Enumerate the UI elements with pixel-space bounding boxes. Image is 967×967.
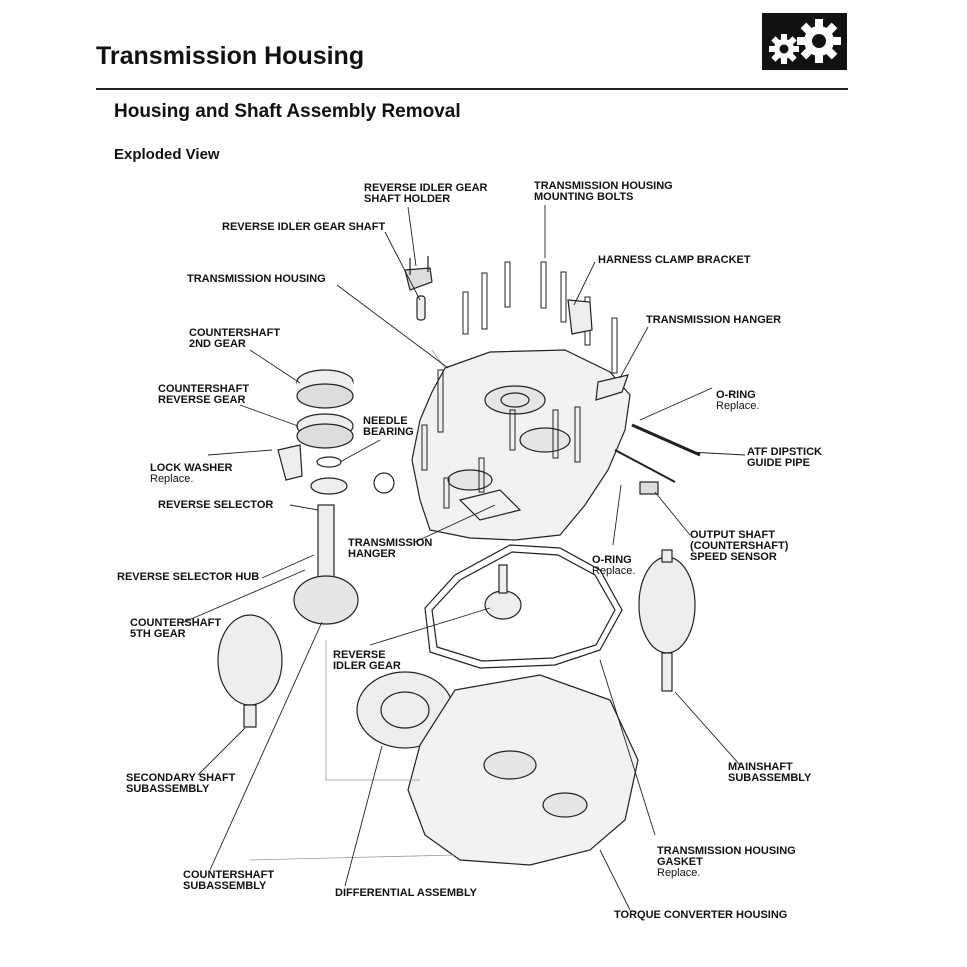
label-countershaft-5th-gear: COUNTERSHAFT 5TH GEAR	[130, 617, 222, 640]
page-title: Transmission Housing	[96, 42, 365, 70]
label-transmission-housing-gasket: TRANSMISSION HOUSING GASKET Replace.	[657, 845, 796, 879]
label-lock-washer: LOCK WASHER Replace.	[150, 462, 233, 485]
section-title: Housing and Shaft Assembly Removal	[114, 101, 461, 122]
label-o-ring-mid: O-RING Replace.	[592, 554, 636, 577]
label-differential-assembly: DIFFERENTIAL ASSEMBLY	[335, 887, 477, 899]
label-transmission-housing: TRANSMISSION HOUSING	[187, 273, 326, 285]
label-reverse-idler-gear-shaft: REVERSE IDLER GEAR SHAFT	[222, 221, 386, 233]
label-torque-converter-housing: TORQUE CONVERTER HOUSING	[614, 909, 788, 921]
label-transmission-hanger-mid: TRANSMISSION HANGER	[348, 537, 433, 560]
label-harness-clamp-bracket: HARNESS CLAMP BRACKET	[598, 254, 751, 266]
header-rule	[96, 88, 848, 90]
lock-washer-note: Replace.	[150, 473, 194, 485]
o-ring-top-note: Replace.	[716, 400, 760, 412]
label-transmission-hanger-top: TRANSMISSION HANGER	[646, 314, 782, 326]
label-countershaft-reverse-gear: COUNTERSHAFT REVERSE GEAR	[158, 383, 250, 406]
transmission-housing-gasket-note: Replace.	[657, 867, 701, 879]
o-ring-mid-note: Replace.	[592, 565, 636, 577]
label-transmission-housing-mounting-bolts: TRANSMISSION HOUSING MOUNTING BOLTS	[534, 180, 673, 203]
mounting-bolts-drawing	[421, 261, 618, 509]
label-output-shaft-speed-sensor: OUTPUT SHAFT (COUNTERSHAFT) SPEED SENSOR	[690, 529, 789, 563]
transmission-housing-drawing	[411, 349, 631, 541]
label-needle-bearing: NEEDLE BEARING	[363, 415, 414, 438]
label-reverse-selector-hub: REVERSE SELECTOR HUB	[117, 571, 260, 583]
gears-icon	[762, 13, 847, 70]
label-reverse-selector: REVERSE SELECTOR	[158, 499, 274, 511]
label-mainshaft-subassembly: MAINSHAFT SUBASSEMBLY	[728, 761, 812, 784]
label-o-ring-top: O-RING Replace.	[716, 389, 760, 412]
gasket-drawing	[424, 544, 623, 669]
label-reverse-idler-gear: REVERSE IDLER GEAR	[333, 649, 401, 672]
label-atf-dipstick-guide-pipe: ATF DIPSTICK GUIDE PIPE	[747, 446, 822, 469]
label-secondary-shaft-subassembly: SECONDARY SHAFT SUBASSEMBLY	[126, 772, 236, 795]
label-countershaft-subassembly: COUNTERSHAFT SUBASSEMBLY	[183, 869, 275, 892]
sub-title: Exploded View	[114, 146, 220, 163]
label-countershaft-2nd-gear: COUNTERSHAFT 2ND GEAR	[189, 327, 281, 350]
label-reverse-idler-gear-shaft-holder: REVERSE IDLER GEAR SHAFT HOLDER	[364, 182, 488, 205]
